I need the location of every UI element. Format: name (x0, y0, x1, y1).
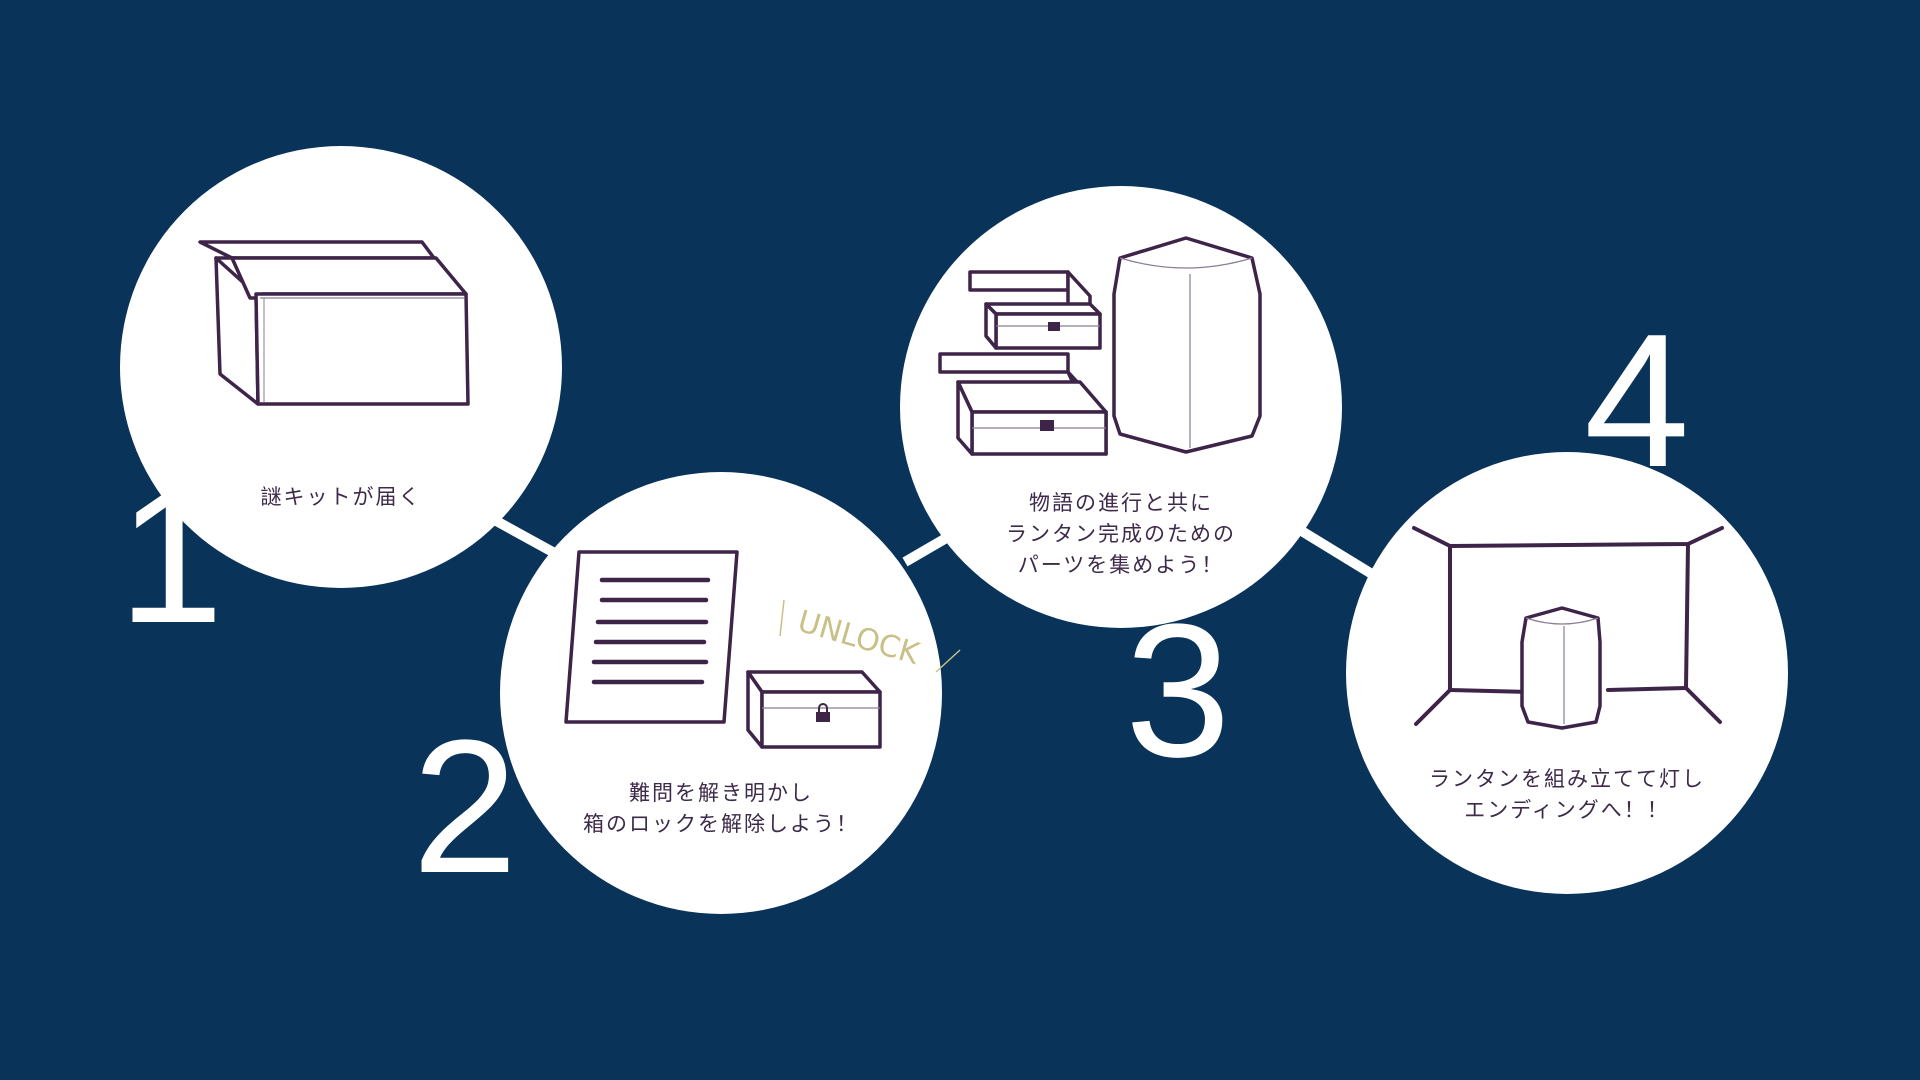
step-1-circle: 謎キットが届く (120, 146, 562, 588)
step-2-caption: 難問を解き明かし 箱のロックを解除しよう！ (500, 778, 942, 840)
caption-line: 箱のロックを解除しよう！ (583, 812, 859, 836)
puzzle-sheet-and-locked-box-icon: UNLOCK (564, 550, 961, 749)
step-3-caption: 物語の進行と共に ランタン完成のための パーツを集めよう！ (900, 488, 1342, 581)
step-1-caption: 謎キットが届く (120, 482, 562, 513)
caption-line: エンディングへ！！ (1464, 798, 1670, 822)
step-number-2: 2 (412, 701, 518, 913)
caption-line: 物語の進行と共に (1029, 491, 1213, 515)
lantern-in-room-icon (1412, 526, 1724, 730)
step-number-3: 3 (1125, 585, 1231, 797)
caption-line: ランタン完成のための (1006, 522, 1236, 546)
locked-boxes-and-lantern-icon (938, 236, 1262, 456)
caption-line: 難問を解き明かし (629, 781, 813, 805)
step-2-circle: UNLOCK 難問を解き明かし 箱のロックを解除しよう！ (500, 472, 961, 914)
step-3-circle: 物語の進行と共に ランタン完成のための パーツを集めよう！ (900, 186, 1342, 628)
open-cardboard-box-icon (198, 240, 470, 406)
caption-line: パーツを集めよう！ (1017, 553, 1225, 577)
step-4-caption: ランタンを組み立てて灯し エンディングへ！！ (1346, 764, 1788, 826)
step-4-circle: ランタンを組み立てて灯し エンディングへ！！ (1346, 452, 1788, 894)
caption-line: 謎キットが届く (260, 485, 422, 509)
caption-line: ランタンを組み立てて灯し (1429, 767, 1705, 791)
